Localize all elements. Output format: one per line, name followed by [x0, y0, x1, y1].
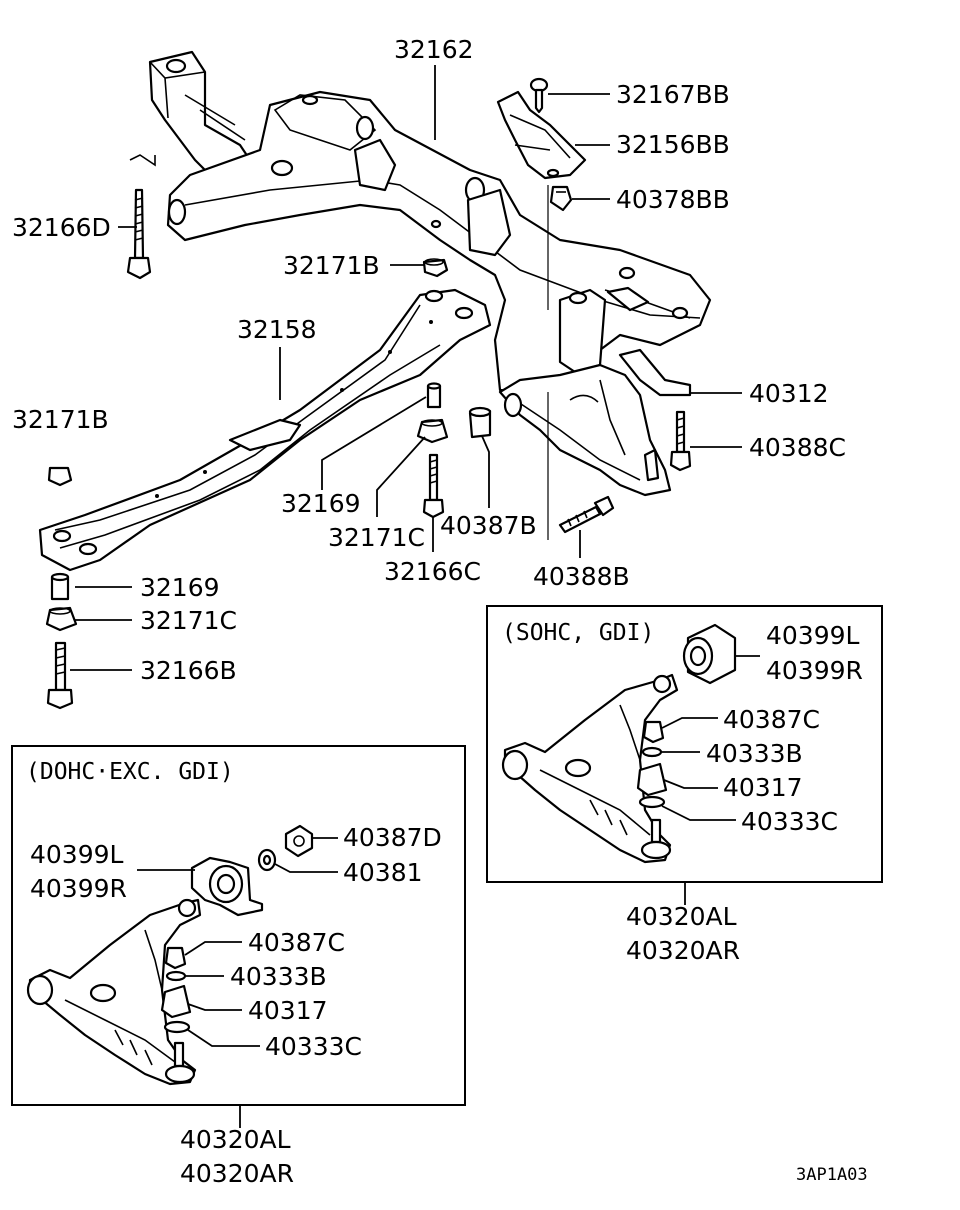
label-40387B: 40387B — [440, 511, 537, 540]
label-40333B-sohc: 40333B — [706, 739, 803, 768]
ballstud-sohc — [650, 818, 662, 844]
label-40333C-sohc: 40333C — [741, 807, 838, 836]
bushing-32171B-top — [422, 258, 449, 278]
bolt-40388B — [558, 495, 615, 534]
lower-arm-sohc — [501, 673, 679, 864]
balljoint-sohc — [640, 840, 672, 860]
sohc-gdi-box: (SOHC, GDI) 40399L — [486, 605, 883, 965]
label-40387D: 40387D — [343, 823, 442, 852]
label-40317-sohc: 40317 — [723, 773, 803, 802]
bolt-32166C — [422, 453, 445, 519]
label-32169-left: 32169 — [140, 573, 220, 602]
label-40399R-dohc: 40399R — [30, 874, 127, 903]
boot-40317-dohc — [160, 984, 192, 1019]
bolt-32166B — [46, 641, 74, 710]
ring-40333C-sohc — [638, 795, 666, 809]
bushing-40387B — [468, 406, 492, 439]
ring-40333C-dohc — [163, 1020, 191, 1034]
bushing-40399-dohc — [190, 856, 264, 917]
label-32169-mid: 32169 — [281, 489, 361, 518]
clip-40378BB — [549, 185, 573, 212]
label-40388B: 40388B — [533, 562, 630, 591]
bolt-32166D — [126, 188, 152, 280]
spacer-32169-mid — [426, 382, 442, 409]
label-40387C-sohc: 40387C — [723, 705, 820, 734]
bushing-32171C-mid — [416, 418, 449, 444]
label-32166B: 32166B — [140, 656, 237, 685]
dohc-header: (DOHC·EXC. GDI) — [26, 759, 234, 785]
label-32167BB: 32167BB — [616, 80, 730, 109]
nut-40387C-sohc — [642, 720, 665, 744]
label-32166C: 32166C — [384, 557, 481, 586]
label-40320AL-dohc: 40320AL — [180, 1125, 291, 1154]
label-40312: 40312 — [749, 379, 829, 408]
label-40320AR-sohc: 40320AR — [626, 936, 740, 965]
diagram-code: 3AP1A03 — [796, 1165, 868, 1185]
label-40378BB: 40378BB — [616, 185, 730, 214]
label-40333C-dohc: 40333C — [265, 1032, 362, 1061]
label-32171C-mid: 32171C — [328, 523, 425, 552]
label-40399L-dohc: 40399L — [30, 840, 124, 869]
label-32171C-left: 32171C — [140, 606, 237, 635]
sohc-header: (SOHC, GDI) — [502, 620, 654, 646]
nut-32171B-left — [47, 466, 73, 487]
balljoint-dohc — [164, 1064, 196, 1084]
label-40333B-dohc: 40333B — [230, 962, 327, 991]
label-32166D: 32166D — [12, 213, 111, 242]
label-32162: 32162 — [394, 35, 474, 64]
boot-40317-sohc — [636, 762, 668, 797]
spacer-32169-left — [50, 572, 70, 601]
ballstud-dohc — [173, 1041, 185, 1068]
label-32158: 32158 — [237, 315, 317, 344]
nut-40387D — [284, 824, 314, 858]
bolt-40388C — [669, 410, 692, 472]
ring-40333B-sohc — [641, 746, 663, 758]
center-member-32158 — [38, 288, 492, 572]
lower-arm-dohc — [26, 898, 202, 1086]
ring-40333B-dohc — [165, 970, 187, 982]
leader-lines-main — [70, 65, 742, 671]
bushing-32171C-left — [45, 606, 78, 632]
label-32171B-left: 32171B — [12, 405, 109, 434]
label-40320AL-sohc: 40320AL — [626, 902, 737, 931]
label-32171B-top: 32171B — [283, 251, 380, 280]
label-40320AR-dohc: 40320AR — [180, 1159, 294, 1188]
bushing-40399-sohc — [682, 623, 737, 685]
label-40387C-dohc: 40387C — [248, 928, 345, 957]
bracket-32156BB — [496, 90, 587, 180]
label-40399R-sohc: 40399R — [766, 656, 863, 685]
label-40399L-sohc: 40399L — [766, 621, 860, 650]
nut-40387C-dohc — [164, 946, 187, 970]
label-40317-dohc: 40317 — [248, 996, 328, 1025]
label-32156BB: 32156BB — [616, 130, 730, 159]
screw-32167BB — [529, 77, 549, 114]
crossmember-32162 — [129, 50, 712, 497]
dohc-exc-gdi-box: (DOHC·EXC. GDI) — [11, 745, 466, 1188]
label-40381: 40381 — [343, 858, 423, 887]
label-40388C: 40388C — [749, 433, 846, 462]
